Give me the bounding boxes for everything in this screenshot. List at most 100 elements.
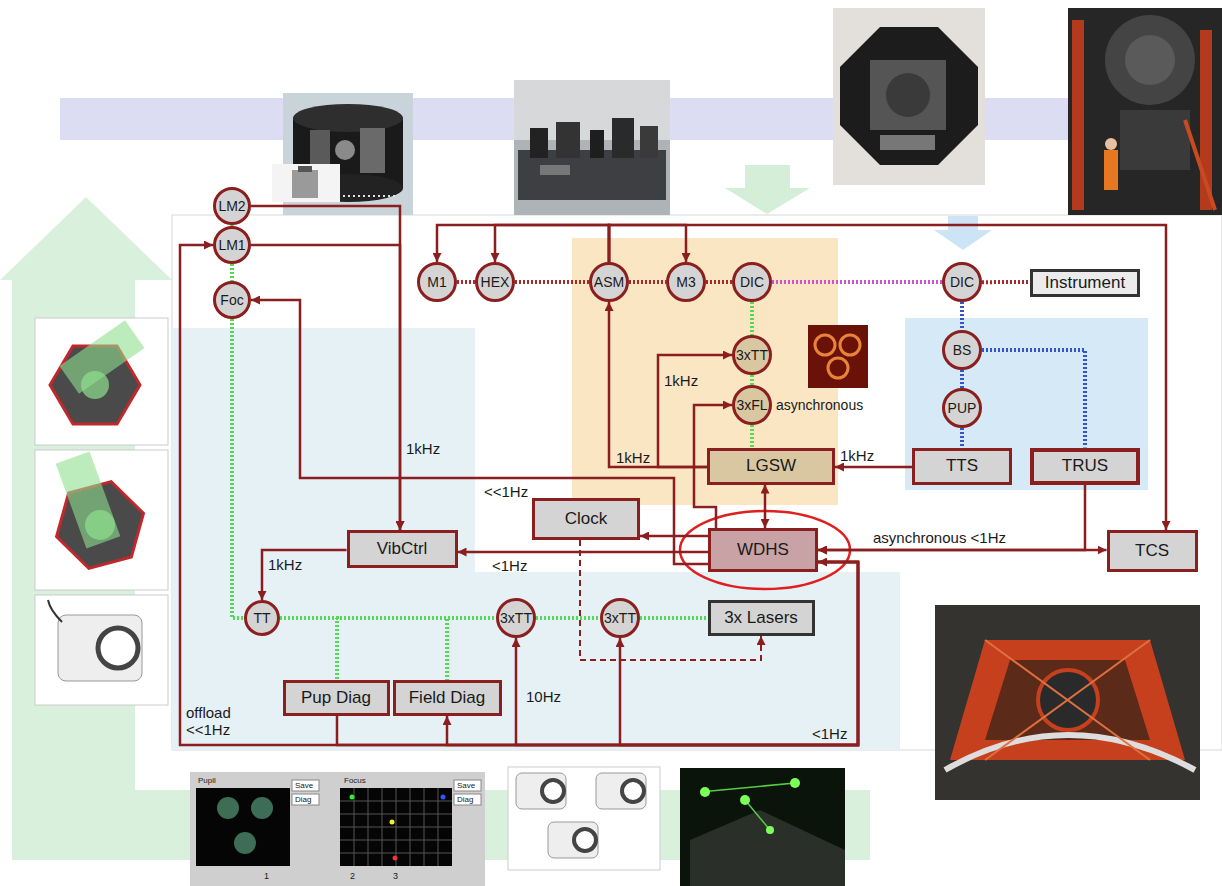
node-label: 3xTT — [736, 347, 768, 363]
node-label: VibCtrl — [377, 539, 428, 559]
speckle-image — [808, 325, 868, 388]
control-arrow — [609, 225, 686, 262]
hexapod-icon — [85, 510, 115, 540]
control-box: TCS — [1107, 530, 1198, 572]
optical-path — [960, 428, 964, 448]
lab-bench-photo — [590, 130, 604, 158]
signal-note: asynchronous — [776, 398, 863, 413]
gui-screenshot — [292, 780, 319, 791]
speckle-image — [808, 325, 868, 388]
sensor-icon — [58, 615, 142, 681]
circle-outline — [591, 264, 628, 301]
gui-screenshot — [196, 788, 290, 866]
control-arrow — [818, 485, 1085, 551]
optic-circle: DIC — [732, 262, 772, 302]
gui-screenshot — [441, 795, 446, 800]
gui-text: Save — [295, 781, 313, 791]
signal-note: asynchronous — [776, 397, 863, 413]
circle-outline — [477, 264, 514, 301]
node-label: 3xTT — [604, 610, 636, 626]
node-label: DIC — [950, 274, 974, 290]
node-label: 3x Lasers — [724, 608, 798, 628]
circle-outline — [246, 602, 279, 635]
flow-arrow — [725, 165, 810, 214]
sensor-icon — [35, 595, 168, 705]
signal-rate: 1kHz — [840, 447, 874, 464]
gui-text: Focus — [344, 776, 366, 786]
control-arrow — [835, 466, 912, 469]
telescope-photo — [1068, 8, 1222, 215]
gui-text: Diag — [457, 796, 473, 805]
circle-outline — [215, 228, 250, 263]
optical-path — [629, 280, 666, 284]
optical-path — [772, 280, 942, 284]
node-label: DIC — [740, 274, 764, 290]
circle-outline — [419, 264, 456, 301]
gui-screenshot — [217, 797, 239, 819]
optical-path — [960, 302, 964, 330]
region-panel — [905, 318, 1148, 490]
laser-photo — [745, 800, 770, 830]
control-box: LGSW — [707, 448, 835, 485]
telescope-photo — [950, 640, 1185, 760]
lab-bench-photo — [640, 126, 658, 158]
connector-group — [180, 206, 1166, 745]
instrument-photo — [335, 140, 355, 160]
node-label: TT — [253, 610, 270, 626]
gui-text: Diag — [295, 796, 311, 805]
gui-screenshot — [190, 772, 485, 886]
telescope-photo — [985, 640, 1150, 760]
instrument-photo — [833, 8, 985, 185]
laser-photo — [700, 787, 710, 797]
signal-rate: <<1Hz — [484, 483, 528, 500]
node-label: 3xTT — [500, 610, 532, 626]
control-box: WDHS — [708, 528, 818, 572]
node-label: TRUS — [1062, 456, 1108, 476]
lab-bench-photo — [556, 122, 580, 158]
optical-path — [515, 280, 589, 284]
laser-photo — [680, 768, 845, 886]
signal-rate-label: 10Hz — [526, 688, 561, 705]
main-panel — [172, 215, 1222, 750]
node-label: LM1 — [218, 237, 245, 253]
gui-screenshot — [454, 780, 481, 791]
gui-screenshot — [390, 820, 395, 825]
accelerometer-photo — [272, 164, 340, 202]
node-label: WDHS — [737, 540, 789, 560]
sensor-icon — [508, 767, 660, 870]
circle-outline — [668, 264, 705, 301]
gui-screenshot — [292, 794, 319, 805]
hexapod-icon — [35, 318, 168, 445]
circle-outline — [944, 390, 981, 427]
sensor-icon — [596, 773, 646, 809]
signal-rate: 1kHz — [268, 556, 302, 573]
signal-rate-label: 1kHz — [616, 449, 650, 466]
optical-path — [536, 616, 600, 620]
control-box: Instrument — [1030, 269, 1140, 297]
control-box: TTS — [912, 448, 1012, 485]
gui-text: 2 — [350, 871, 355, 882]
control-arrow — [437, 225, 609, 262]
optic-circle: 3xTT — [600, 598, 640, 638]
optic-circle: 3xTT — [496, 598, 536, 638]
control-arrow — [337, 562, 858, 745]
optic-circle: LM1 — [213, 226, 251, 264]
gui-text: Diag — [457, 795, 473, 805]
instrument-photo — [840, 27, 978, 165]
flow-arrow — [934, 216, 992, 250]
telescope-photo — [1105, 15, 1195, 105]
gui-text: Save — [457, 782, 475, 791]
optic-circle: DIC — [942, 262, 982, 302]
node-label: Instrument — [1045, 273, 1125, 293]
control-arrow — [495, 225, 609, 262]
node-label: M3 — [676, 274, 695, 290]
telescope-photo — [985, 640, 1150, 760]
optic-circle: M3 — [666, 262, 706, 302]
gui-text: 1 — [264, 871, 269, 882]
signal-rate: <1Hz — [812, 725, 847, 742]
sensor-icon — [35, 595, 168, 705]
sensor-icon — [48, 600, 62, 622]
